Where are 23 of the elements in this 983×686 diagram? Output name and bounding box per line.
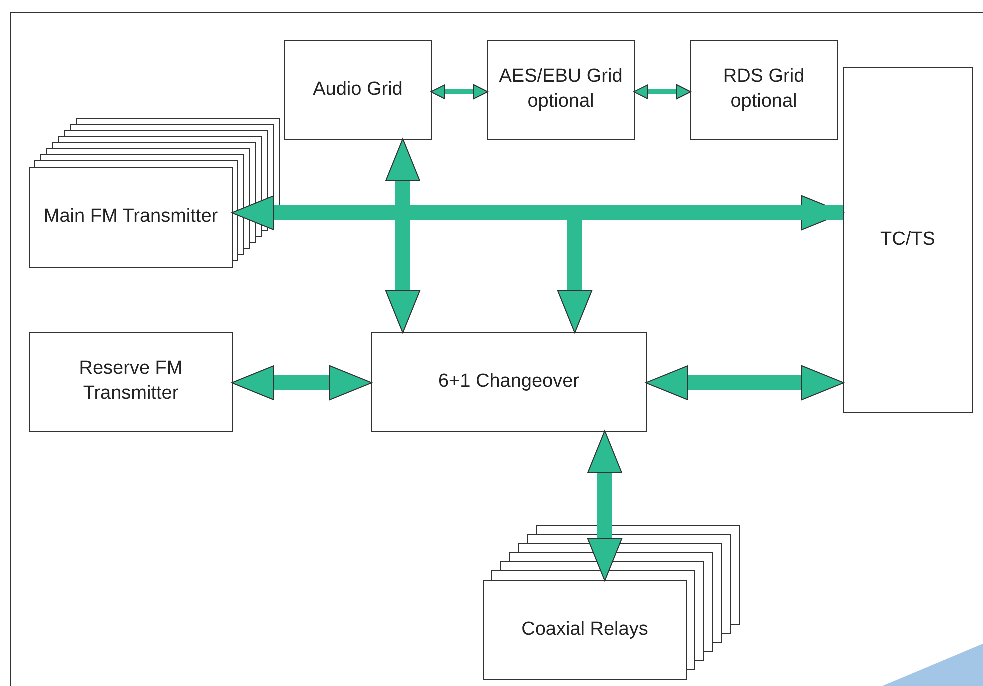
box-label: Audio Grid <box>313 78 403 102</box>
box-label: Coaxial Relays <box>522 618 648 642</box>
process-box <box>843 67 973 413</box>
box-label: Reserve FM Transmitter <box>78 357 184 406</box>
double-block-arrow <box>386 138 420 334</box>
box-label: Main FM Transmitter <box>44 205 218 230</box>
double-block-arrow <box>232 196 844 230</box>
double-block-arrow <box>646 366 844 400</box>
box-label: RDS Grid optional <box>722 65 806 114</box>
box-label: TC/TS <box>880 228 936 252</box>
process-box <box>284 40 432 140</box>
double-block-arrow <box>232 366 372 400</box>
process-box <box>29 167 233 268</box>
box-label: 6+1 Changeover <box>438 370 580 394</box>
box-label: AES/EBU Grid optional <box>498 65 624 114</box>
process-box <box>371 332 647 432</box>
process-box <box>29 332 233 432</box>
process-box <box>487 40 635 140</box>
double-block-arrow <box>430 84 488 100</box>
process-box <box>483 580 687 680</box>
double-block-arrow <box>634 84 692 100</box>
double-block-arrow <box>588 430 622 582</box>
process-box <box>690 40 838 140</box>
